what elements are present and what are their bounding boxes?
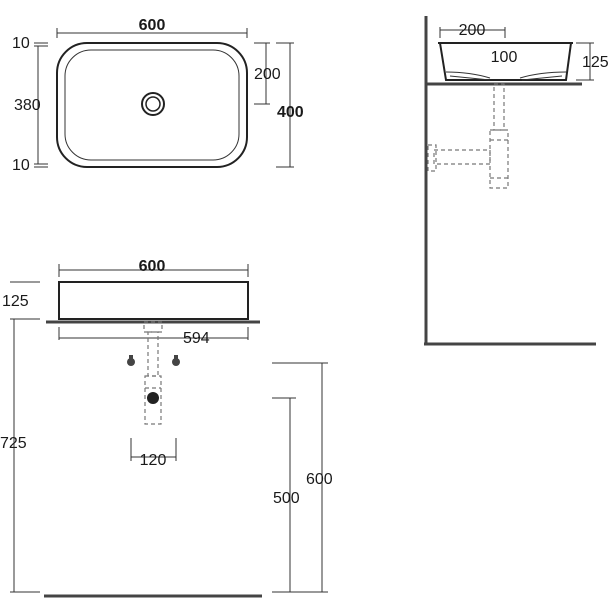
side-trap xyxy=(427,83,509,189)
basin-outer-outline xyxy=(56,42,248,168)
top-width-label: 600 xyxy=(139,17,166,34)
front-basin xyxy=(58,281,249,320)
top-rim-bottom-label: 10 xyxy=(12,157,30,174)
top-view: 600 10 380 10 200 400 xyxy=(12,17,304,174)
front-trap xyxy=(143,321,163,425)
front-tap-valves xyxy=(127,355,180,366)
front-tap-height-label: 600 xyxy=(306,471,333,488)
drain-inner xyxy=(145,96,161,112)
front-waste-height-label: 500 xyxy=(273,490,300,507)
side-top-radius-label: 200 xyxy=(459,22,486,39)
drain-outer xyxy=(141,92,165,116)
front-view: 600 125 594 120 xyxy=(0,258,333,598)
side-drain-radius-label: 100 xyxy=(491,49,518,66)
front-height-label: 125 xyxy=(2,293,29,310)
top-rim-top-label: 10 xyxy=(12,35,30,52)
front-counter-width-label: 594 xyxy=(183,330,210,347)
side-view: 200 100 125 xyxy=(424,16,609,346)
side-height-label: 125 xyxy=(582,54,609,71)
front-waste-outlet xyxy=(147,392,159,404)
top-drain-offset-label: 200 xyxy=(254,66,281,83)
side-basin-section xyxy=(439,42,572,81)
front-width-label: 600 xyxy=(139,258,166,275)
front-counter-height-label: 725 xyxy=(0,435,27,452)
basin-inner-outline xyxy=(64,49,240,161)
front-trap-width-label: 120 xyxy=(140,452,167,469)
top-depth-label: 400 xyxy=(277,104,304,121)
top-inner-depth-label: 380 xyxy=(14,97,41,114)
